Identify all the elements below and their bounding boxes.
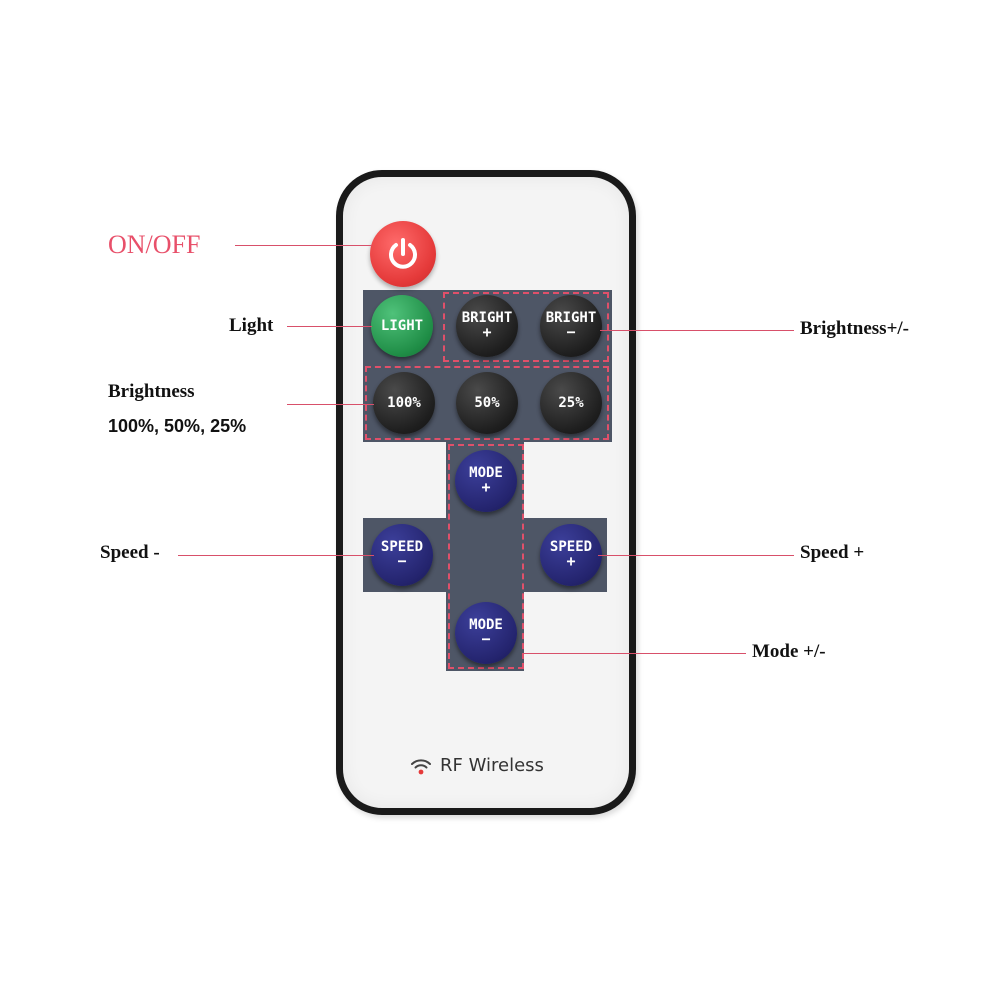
plus-symbol: + (481, 478, 491, 497)
light-button-label: LIGHT (380, 317, 424, 334)
speed-down-button[interactable]: SPEED − (371, 524, 433, 586)
brightness-100-label: 100% (387, 394, 421, 411)
brightness-50-label: 50% (474, 394, 500, 411)
brightness-levels-label: 100%, 50%, 25% (108, 416, 247, 436)
mode-down-button[interactable]: MODE − (455, 602, 517, 664)
mode-down-label: MODE (469, 616, 503, 633)
rf-wireless-footer: RF Wireless (410, 755, 544, 776)
power-icon (389, 238, 417, 269)
minus-symbol: − (481, 630, 491, 649)
mode-up-label: MODE (469, 464, 503, 481)
mode-adjust-leader (524, 653, 746, 654)
speed-down-label: SPEED (380, 538, 424, 555)
power-button[interactable] (370, 221, 436, 287)
speed-minus-label: Speed - (100, 542, 160, 563)
on-off-label: ON/OFF (108, 230, 201, 259)
wireless-signal-icon (411, 758, 431, 774)
mode-adjust-label: Mode +/- (752, 641, 826, 662)
brightness-adjust-label: Brightness+/- (800, 318, 909, 339)
brightness-adjust-highlight (443, 292, 609, 362)
mode-highlight (448, 444, 524, 669)
minus-symbol: − (566, 323, 576, 342)
minus-symbol: − (397, 552, 407, 571)
plus-symbol: + (566, 552, 576, 571)
on-off-leader (235, 245, 372, 246)
brightness-up-label: BRIGHT (461, 309, 513, 326)
rf-wireless-text: RF Wireless (440, 755, 544, 776)
plus-symbol: + (482, 323, 492, 342)
brightness-up-button[interactable]: BRIGHT + (456, 295, 518, 357)
brightness-100-button[interactable]: 100% (373, 372, 435, 434)
brightness-adjust-leader (600, 330, 794, 331)
brightness-25-button[interactable]: 25% (540, 372, 602, 434)
brightness-leader (287, 404, 374, 405)
brightness-down-label: BRIGHT (545, 309, 597, 326)
mode-up-button[interactable]: MODE + (455, 450, 517, 512)
speed-up-button[interactable]: SPEED + (540, 524, 602, 586)
brightness-levels-highlight (365, 366, 609, 440)
speed-up-label: SPEED (549, 538, 593, 555)
light-label: Light (229, 315, 274, 336)
brightness-down-button[interactable]: BRIGHT − (540, 295, 602, 357)
brightness-25-label: 25% (558, 394, 584, 411)
speed-plus-leader (598, 555, 794, 556)
brightness-label: Brightness (108, 381, 195, 402)
brightness-50-button[interactable]: 50% (456, 372, 518, 434)
speed-minus-leader (178, 555, 374, 556)
speed-plus-label: Speed + (800, 542, 865, 563)
light-leader (287, 326, 372, 327)
light-button[interactable]: LIGHT (371, 295, 433, 357)
